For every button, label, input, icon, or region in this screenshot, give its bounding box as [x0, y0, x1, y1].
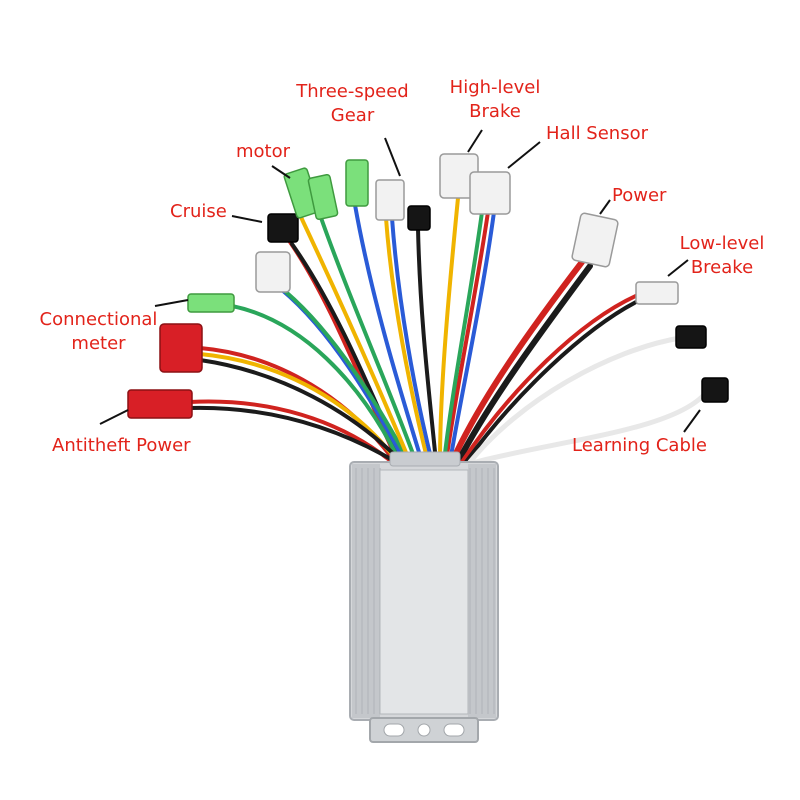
wire-motor-green [318, 213, 418, 464]
connector-antitheft-red [127, 389, 193, 419]
connector-learning-black-2 [701, 377, 729, 403]
label-motor: motor [236, 141, 291, 162]
label-high-level-brake: High-level Brake [440, 76, 550, 124]
connector-gear-black [407, 205, 431, 231]
leader-cruise [231, 215, 263, 223]
connector-power-white [571, 212, 619, 268]
label-connectional-meter-line-1: Connectional [39, 309, 158, 330]
label-cruise: Cruise [170, 201, 227, 222]
connector-gear-white [375, 179, 405, 221]
wire-lowbrake-red [460, 292, 642, 464]
connector-hall-white-left [255, 251, 291, 293]
leader-motor [271, 165, 291, 179]
label-low-level-brake-line-1: Low-level [679, 233, 765, 254]
label-connectional-meter: Connectional meter [36, 308, 161, 356]
wire-power-red [449, 259, 585, 465]
wire-white-right-1 [467, 335, 683, 465]
label-power: Power [612, 185, 667, 206]
connectors [127, 153, 729, 419]
connector-meter-green [187, 293, 235, 313]
wire-connectional-black [198, 358, 404, 464]
wire-white-hall-left-green [284, 290, 411, 464]
wire-lowbrake-black [464, 298, 642, 464]
wire-white-right-2 [473, 387, 711, 465]
wire-hall-red [444, 210, 490, 464]
leader-power [599, 199, 611, 215]
connector-motor-green-2 [307, 173, 339, 221]
wire-brake-high-yellow [438, 196, 460, 464]
wire-motor-blue [353, 203, 424, 464]
wire-meter-green [230, 304, 402, 464]
leader-learning-cable [683, 409, 701, 433]
leader-connectional-meter [154, 299, 189, 307]
label-high-level-brake-line-1: High-level [449, 77, 541, 98]
wire-gear-black [416, 226, 438, 464]
label-three-speed-gear: Three-speed Gear [290, 80, 415, 128]
wire-motor-yellow [298, 213, 412, 464]
leader-hall-sensor [507, 141, 541, 169]
label-connectional-meter-line-2: meter [71, 333, 126, 354]
connector-lowbrake-white [635, 281, 679, 305]
wire-antitheft-red [188, 399, 394, 464]
wire-hall-blue [448, 210, 496, 464]
connector-cruise-black [267, 213, 299, 243]
wire-power-black [455, 263, 593, 465]
label-high-level-brake-line-2: Brake [469, 101, 521, 122]
wire-bundle [188, 196, 711, 465]
leader-three-speed-gear [384, 137, 401, 177]
wire-gear-yellow [384, 216, 430, 464]
connector-learning-black-1 [675, 325, 707, 349]
label-three-speed-gear-line-2: Gear [330, 105, 375, 126]
label-learning-cable: Learning Cable [572, 435, 707, 456]
label-low-level-brake: Low-level Breake [672, 232, 772, 280]
label-hall-sensor: Hall Sensor [546, 123, 648, 144]
leader-low-level-brake [667, 259, 689, 277]
connector-connectional-red [159, 323, 203, 373]
wire-antitheft-black [188, 405, 398, 464]
connector-hall-white [469, 171, 511, 215]
controller-housing [349, 451, 499, 743]
leader-antitheft-power [99, 409, 129, 425]
connector-motor-green-3 [345, 159, 369, 207]
wire-hall-green [442, 210, 484, 464]
label-antitheft-power: Antitheft Power [52, 435, 191, 456]
leader-high-level-brake [467, 129, 483, 153]
label-low-level-brake-line-2: Breake [690, 257, 754, 278]
wire-gear-blue [390, 216, 434, 464]
label-three-speed-gear-line-1: Three-speed [296, 81, 409, 102]
leader-lines [99, 129, 701, 433]
